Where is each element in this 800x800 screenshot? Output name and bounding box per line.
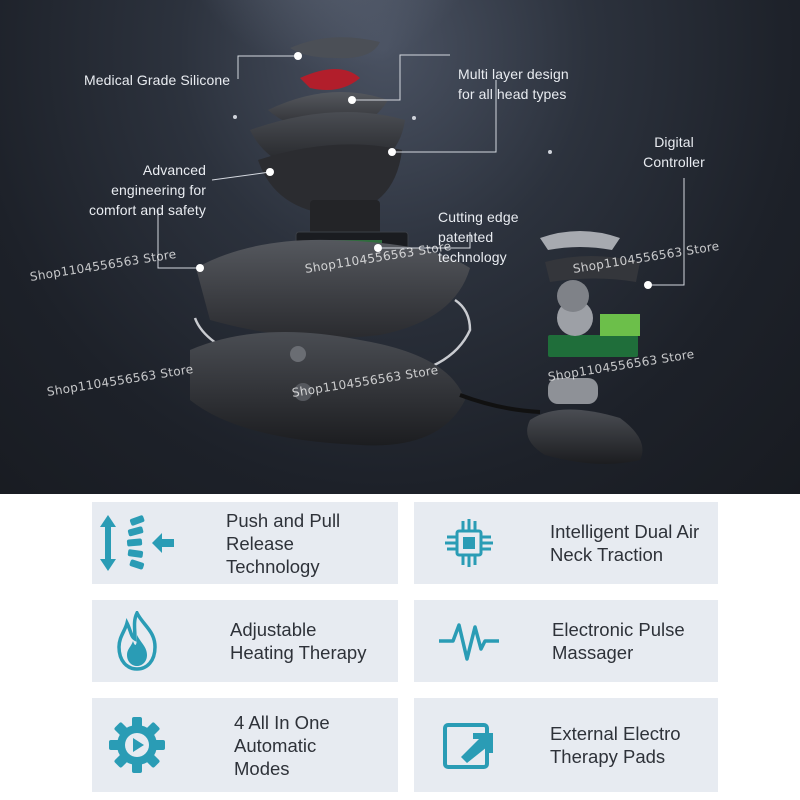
feature-card-modes: 4 All In One Automatic Modes <box>92 698 398 792</box>
feature-card-electro-pads: External Electro Therapy Pads <box>414 698 718 792</box>
callout-cutting-edge: Cutting edge patented technology <box>438 209 519 265</box>
flame-icon <box>92 606 182 676</box>
feature-card-pulse: Electronic Pulse Massager <box>414 600 718 682</box>
gear-play-icon <box>92 710 182 780</box>
feature-label: Intelligent Dual Air Neck Traction <box>550 521 700 565</box>
feature-label: Push and Pull Release Technology <box>226 509 341 577</box>
callout-multi-layer: Multi layer design for all head types <box>458 66 569 102</box>
external-pad-icon <box>424 710 514 780</box>
exploded-device-illustration <box>157 0 685 464</box>
callout-advanced-engineering: Advanced engineering for comfort and saf… <box>89 162 206 218</box>
feature-grid: Push and Pull Release Technology Intelli… <box>0 494 800 800</box>
pulse-wave-icon <box>424 606 514 676</box>
feature-label: 4 All In One Automatic Modes <box>234 711 330 779</box>
feature-label: Electronic Pulse Massager <box>552 619 685 663</box>
chip-icon <box>424 508 514 578</box>
feature-label: External Electro Therapy Pads <box>550 723 681 767</box>
feature-card-heating: Adjustable Heating Therapy <box>92 600 398 682</box>
feature-card-push-pull: Push and Pull Release Technology <box>92 502 398 584</box>
spine-traction-icon <box>92 508 182 578</box>
feature-card-dual-air: Intelligent Dual Air Neck Traction <box>414 502 718 584</box>
feature-label: Adjustable Heating Therapy <box>230 619 367 663</box>
product-exploded-view: Medical Grade Silicone Multi layer desig… <box>0 0 800 494</box>
callout-medical-silicone: Medical Grade Silicone <box>84 72 231 88</box>
callout-digital-controller: Digital Controller <box>643 134 705 170</box>
